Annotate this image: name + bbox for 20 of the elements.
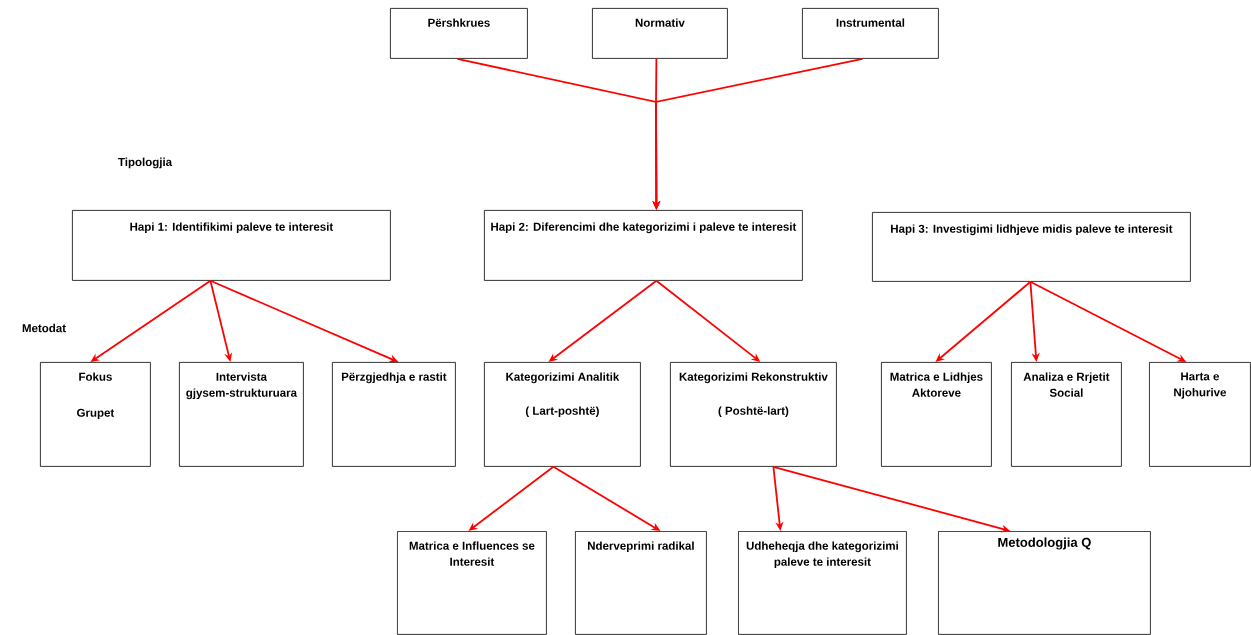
text-box: Përzgjedhja e rastit: [332, 362, 456, 467]
text-box: Matrica e Lidhjes Aktoreve: [881, 362, 992, 467]
text-box: Kategorizimi Rekonstruktiv ( Poshtë-lart): [670, 362, 837, 467]
text-box: Normativ: [592, 8, 728, 59]
text-box: Instrumental: [802, 8, 939, 59]
text-box: Përshkrues: [390, 8, 528, 59]
text-box: Hapi 3: Investigimi lidhjeve midis paleve te interesit: [872, 212, 1191, 282]
text-box: Harta e Njohurive: [1149, 362, 1251, 467]
text-box: Intervista gjysem-strukturuara: [179, 362, 304, 467]
text-box: Matrica e Influences se Interesit: [397, 531, 547, 635]
text-box: Metodologjia Q: [938, 531, 1151, 635]
text-box: Nderveprimi radikal: [575, 531, 707, 635]
text-box: Hapi 2: Diferencimi dhe kategorizimi i paleve te interesit: [484, 210, 803, 281]
text-box: Analiza e Rrjetit Social: [1011, 362, 1122, 467]
text-box: Kategorizimi Analitik ( Lart-poshtë): [484, 362, 641, 467]
section-label: Metodat: [22, 323, 66, 333]
text-box: Hapi 1: Identifikimi paleve te interesit: [72, 210, 391, 281]
text-box: Fokus Grupet: [40, 362, 151, 467]
section-label: Tipologjia: [118, 157, 173, 169]
text-box: Udheheqja dhe kategorizimi paleve te interesit: [738, 531, 907, 635]
